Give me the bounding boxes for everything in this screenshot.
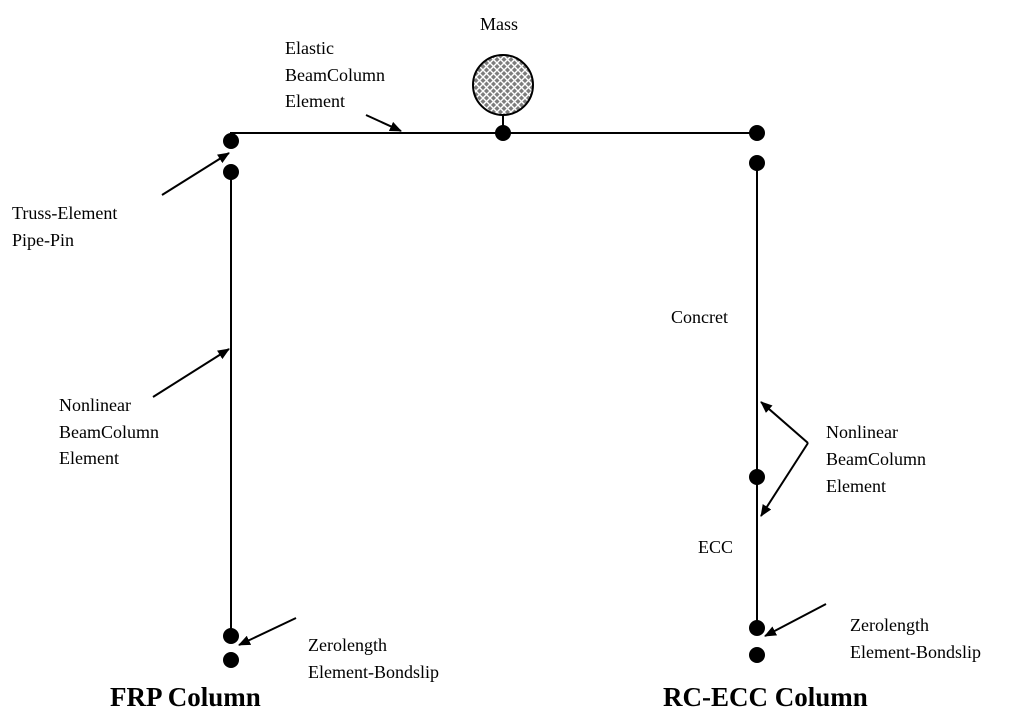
node-right-top-lower bbox=[749, 155, 765, 171]
node-right-base-lower bbox=[749, 647, 765, 663]
node-mass bbox=[495, 125, 511, 141]
node-left-base-upper bbox=[223, 628, 239, 644]
nonlinear-left-label: Nonlinear BeamColumn Element bbox=[59, 395, 164, 468]
arrow-elastic-beam bbox=[365, 114, 402, 132]
arrow-zerolength-right bbox=[764, 603, 827, 637]
node-right-mid bbox=[749, 469, 765, 485]
arrow-nonlinear-right-down bbox=[760, 442, 809, 517]
mass-symbol bbox=[472, 54, 534, 116]
ecc-label: ECC bbox=[698, 537, 733, 557]
concret-label: Concret bbox=[671, 307, 728, 327]
zerolength-left-label: Zerolength Element-Bondslip bbox=[308, 635, 439, 682]
nonlinear-right-label: Nonlinear BeamColumn Element bbox=[826, 422, 931, 496]
elastic-beam-label: Elastic BeamColumn Element bbox=[285, 38, 390, 111]
node-left-top-lower bbox=[223, 164, 239, 180]
node-left-top bbox=[223, 133, 239, 149]
arrow-nonlinear-left bbox=[152, 348, 230, 398]
truss-pin-label: Truss-Element Pipe-Pin bbox=[12, 203, 122, 250]
frp-column-title: FRP Column bbox=[110, 682, 261, 712]
mass-label: Mass bbox=[480, 14, 518, 34]
arrow-zerolength-left bbox=[238, 617, 297, 646]
arrow-truss-pin bbox=[161, 152, 230, 196]
arrow-nonlinear-right-up bbox=[760, 401, 809, 444]
rc-ecc-column-title: RC-ECC Column bbox=[663, 682, 868, 712]
node-right-base-upper bbox=[749, 620, 765, 636]
node-left-base-lower bbox=[223, 652, 239, 668]
zerolength-right-label: Zerolength Element-Bondslip bbox=[850, 615, 981, 662]
node-right-top bbox=[749, 125, 765, 141]
